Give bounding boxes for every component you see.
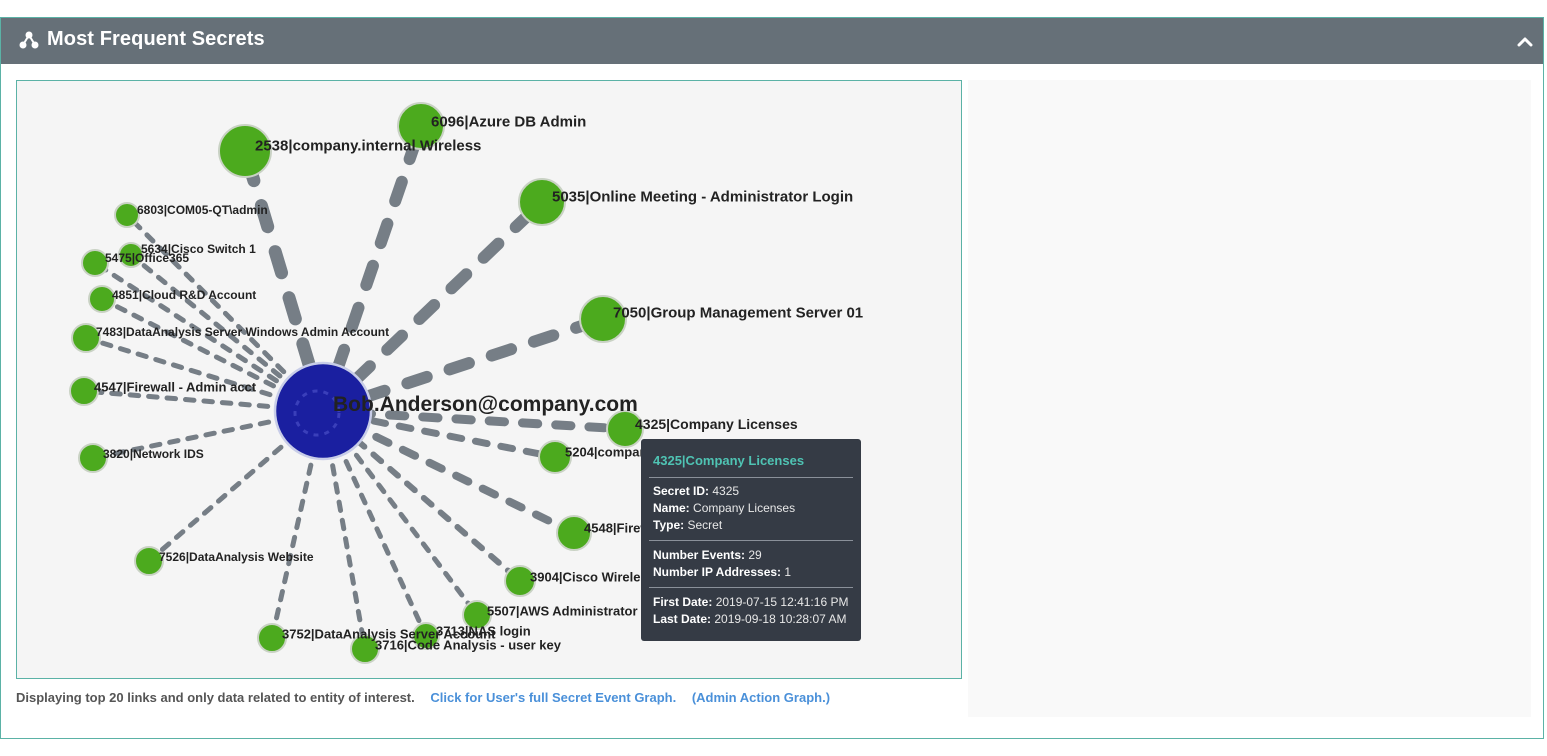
secret-node-label: 7483|DataAnalysis Server Windows Admin A… (96, 325, 389, 339)
graph-edge (318, 406, 630, 434)
user-node-pattern (293, 389, 341, 437)
secret-node-label: 3904|Cisco Wireless (530, 570, 655, 585)
secret-node-label: 4851|Cloud R&D Account (112, 288, 256, 302)
secret-node[interactable] (88, 285, 116, 313)
tooltip-divider (649, 540, 853, 541)
secret-node[interactable] (257, 623, 287, 653)
secret-node[interactable] (218, 124, 272, 178)
secret-node-label: 6096|Azure DB Admin (431, 113, 586, 130)
secret-node-label: 4547|Firewall - Admin acct (94, 380, 257, 395)
tooltip-type: Type: Secret (653, 518, 723, 532)
full-secret-event-graph-link[interactable]: Click for User's full Secret Event Graph… (430, 690, 677, 705)
graph-edge (317, 120, 427, 417)
secret-node[interactable] (134, 546, 164, 576)
secret-node[interactable] (71, 323, 101, 353)
tooltip-name: Name: Company Licenses (653, 501, 796, 515)
tooltip-last-date: Last Date: 2019-09-18 10:28:07 AM (653, 612, 847, 626)
node-tooltip: 4325|Company Licenses Secret ID: 4325 Na… (641, 439, 861, 641)
secret-node[interactable] (504, 565, 536, 597)
secret-node[interactable] (69, 376, 99, 406)
tooltip-secret-id: Secret ID: 4325 (653, 484, 740, 498)
tooltip-events: Number Events: 29 (653, 548, 762, 562)
secret-node-label: 3752|DataAnalysis Server Account (282, 627, 496, 642)
secret-node-label: 7526|DataAnalysis Website (159, 550, 314, 564)
secret-node[interactable] (538, 440, 572, 474)
network-share-icon (19, 31, 39, 49)
secret-node[interactable] (114, 202, 140, 228)
secret-node-label: 6803|COM05-QT\admin (137, 203, 268, 217)
secret-node-label: 5634|Cisco Switch 1 (141, 242, 256, 256)
panel-header: Most Frequent Secrets (1, 18, 1543, 64)
tooltip-title: 4325|Company Licenses (653, 453, 805, 468)
secret-node[interactable] (81, 249, 109, 277)
secret-node-label: 3713|NAS login (436, 624, 531, 639)
graph-nodes (69, 102, 644, 664)
secret-node[interactable] (350, 634, 380, 664)
tooltip-divider (649, 477, 853, 478)
secret-node[interactable] (78, 443, 108, 473)
secret-node-label: 5507|AWS Administrator (487, 604, 638, 619)
secret-node[interactable] (518, 178, 566, 226)
secret-node[interactable] (412, 622, 440, 650)
panel-title: Most Frequent Secrets (47, 28, 265, 50)
secret-node-label: 7050|Group Management Server 01 (613, 304, 863, 321)
secret-node[interactable] (579, 295, 627, 343)
admin-action-graph-link[interactable]: (Admin Action Graph.) (691, 690, 831, 705)
tooltip-first-date: First Date: 2019-07-15 12:41:16 PM (653, 595, 849, 609)
secret-node-label: 5475|Office365 (105, 251, 189, 265)
tooltip-divider (649, 587, 853, 588)
details-area (968, 80, 1531, 717)
chevron-up-icon[interactable] (1515, 32, 1535, 50)
secret-graph[interactable]: 2538|company.internal Wireless 6096|Azure… (16, 80, 962, 679)
graph-footer: Displaying top 20 links and only data re… (16, 690, 830, 705)
secret-node[interactable] (118, 242, 144, 268)
user-node-label: Bob.Anderson@company.com (333, 393, 638, 416)
graph-edge (317, 196, 548, 417)
graph-canvas[interactable]: 2538|company.internal Wireless 6096|Azure… (17, 81, 962, 679)
secret-node-label: 3820|Network IDS (103, 447, 204, 461)
most-frequent-secrets-panel: Most Frequent Secrets 2538|company.inter… (0, 17, 1544, 739)
secret-node-label: 5035|Online Meeting - Administrator Logi… (552, 188, 853, 205)
tooltip-ips: Number IP Addresses: 1 (653, 565, 792, 579)
secret-node[interactable] (397, 102, 445, 150)
secret-node-label: 2538|company.internal Wireless (255, 137, 481, 154)
secret-node-label: 3716|Code Analysis - user key (375, 638, 562, 653)
footer-note: Displaying top 20 links and only data re… (16, 690, 415, 705)
user-node[interactable] (273, 361, 373, 461)
secret-node[interactable] (606, 410, 644, 448)
secret-node-label: 4325|Company Licenses (635, 416, 798, 432)
secret-node[interactable] (462, 600, 492, 630)
secret-node[interactable] (556, 515, 592, 551)
